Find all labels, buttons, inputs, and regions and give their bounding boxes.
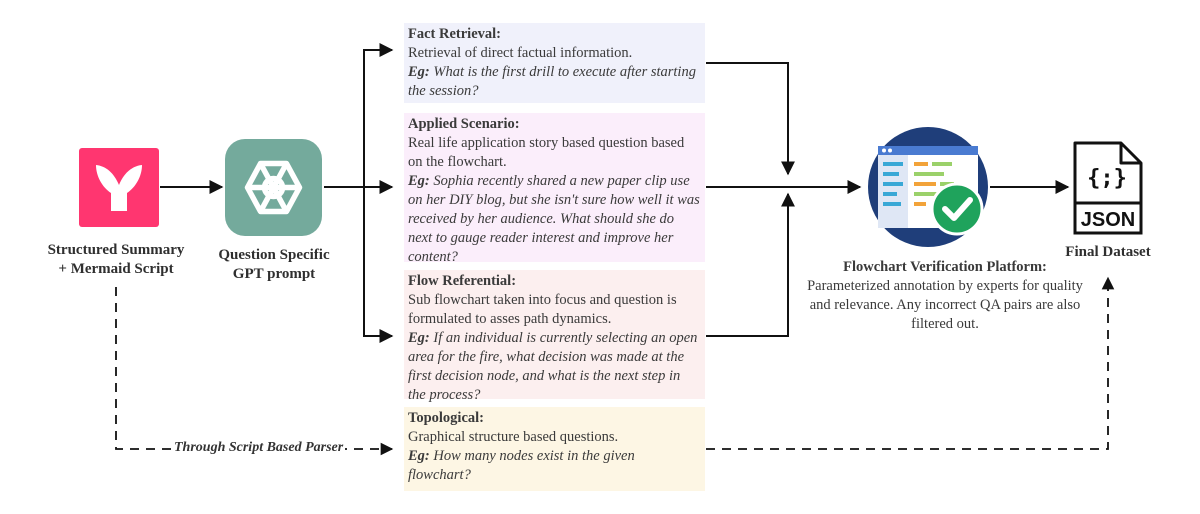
example-text: How many nodes exist in the given flowch…	[408, 448, 635, 483]
box-example: Eg: If an individual is currently select…	[408, 329, 701, 405]
source-label: Structured Summary + Mermaid Script	[24, 241, 208, 279]
json-caption: JSON	[1081, 209, 1135, 231]
example-text: What is the first drill to execute after…	[408, 64, 696, 99]
example-text: If an individual is currently selecting …	[408, 330, 698, 403]
topological-box: Topological: Graphical structure based q…	[404, 407, 705, 491]
source-label-line1: Structured Summary	[47, 242, 185, 258]
example-prefix: Eg:	[408, 64, 430, 80]
example-prefix: Eg:	[408, 173, 430, 189]
box-description: Retrieval of direct factual information.	[408, 45, 633, 61]
merge-arrows	[706, 62, 862, 337]
box-example: Eg: How many nodes exist in the given fl…	[408, 447, 701, 485]
box-description: Real life application story based questi…	[408, 135, 685, 170]
example-text: Sophia recently shared a new paper clip …	[408, 173, 700, 265]
parser-dashed-path	[115, 276, 1115, 456]
fanout-arrows	[324, 43, 394, 343]
gpt-label: Question Specific GPT prompt	[200, 246, 348, 284]
box-example: Eg: What is the first drill to execute a…	[408, 63, 701, 101]
box-title: Topological:	[408, 410, 485, 426]
example-prefix: Eg:	[408, 330, 430, 346]
platform-title: Flowchart Verification Platform:	[843, 259, 1047, 275]
mermaid-logo-icon	[79, 148, 159, 227]
dataset-label: Final Dataset	[1065, 244, 1151, 260]
flow-referential-box: Flow Referential: Sub flowchart taken in…	[404, 270, 705, 403]
parser-label: Through Script Based Parser	[172, 440, 346, 456]
box-description: Graphical structure based questions.	[408, 429, 619, 445]
gpt-label-line1: Question Specific	[218, 247, 330, 263]
box-title: Applied Scenario:	[408, 116, 520, 132]
box-description: Sub flowchart taken into focus and quest…	[408, 292, 677, 327]
platform-description-text: Parameterized annotation by experts for …	[807, 278, 1083, 332]
verification-screen-icon	[868, 127, 988, 247]
applied-scenario-box: Applied Scenario: Real life application …	[404, 113, 705, 265]
example-prefix: Eg:	[408, 448, 430, 464]
box-title: Fact Retrieval:	[408, 26, 501, 42]
box-title: Flow Referential:	[408, 273, 517, 289]
source-label-line2: + Mermaid Script	[58, 261, 174, 277]
json-braces-glyph: {;}	[1087, 166, 1127, 191]
platform-description: Flowchart Verification Platform: Paramet…	[800, 258, 1090, 334]
json-file-icon: {;} JSON	[1073, 141, 1143, 235]
openai-logo-icon	[225, 139, 322, 236]
box-example: Eg: Sophia recently shared a new paper c…	[408, 172, 701, 267]
fact-retrieval-box: Fact Retrieval: Retrieval of direct fact…	[404, 23, 705, 103]
gpt-label-line2: GPT prompt	[232, 266, 316, 282]
